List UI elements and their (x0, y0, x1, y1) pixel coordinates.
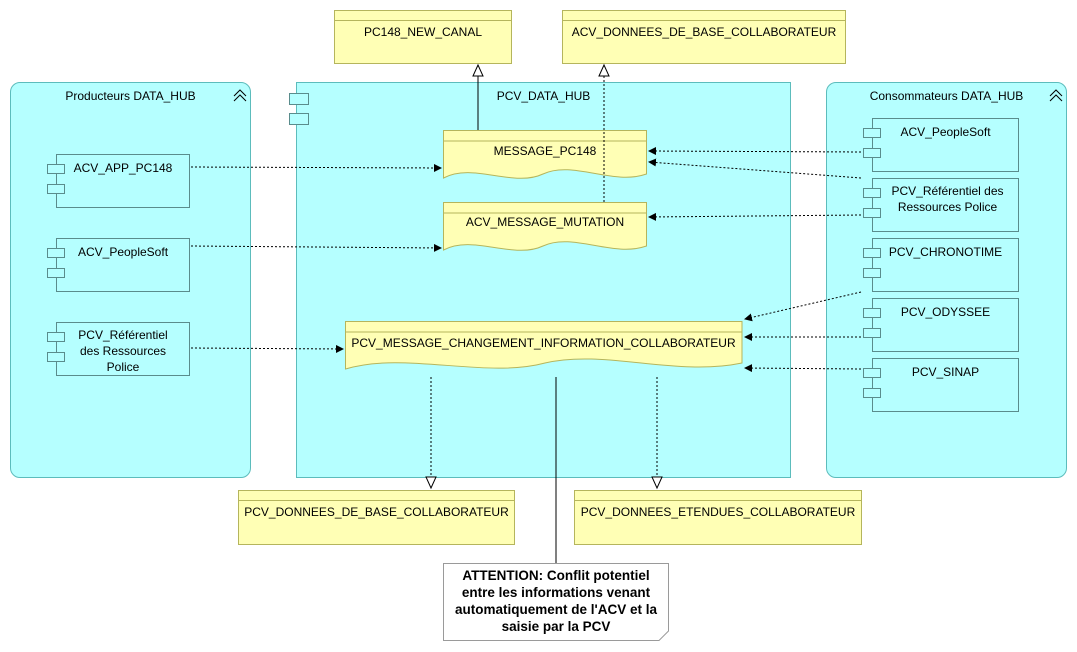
note-shape (443, 563, 669, 641)
component-icon (863, 368, 881, 378)
message-pc148-label: MESSAGE_PC148 (493, 144, 597, 158)
data-object-pcv-donnees-base[interactable]: PCV_DONNEES_DE_BASE_COLLABORATEUR (238, 490, 515, 545)
flow-referentiel-mutation (648, 212, 862, 221)
message-changement-label: PCV_MESSAGE_CHANGEMENT_INFORMATION_COLLA… (351, 336, 736, 350)
component-icon (863, 328, 881, 338)
component-icon (47, 268, 65, 278)
component-label: PCV_SINAP (911, 365, 980, 379)
flow-sinap-changement (744, 364, 862, 373)
data-object-label: PCV_DONNEES_DE_BASE_COLLABORATEUR (244, 505, 509, 519)
data-object-label: PC148_NEW_CANAL (363, 25, 483, 39)
component-icon (863, 148, 881, 158)
component-acv-peoplesoft-consumer[interactable]: ACV_PeopleSoft (863, 118, 1019, 172)
component-label: ACV_PeopleSoft (77, 245, 169, 259)
component-icon (863, 388, 881, 398)
component-label: PCV_Référentiel des Ressources Police (78, 328, 168, 374)
component-icon (47, 164, 65, 174)
component-icon (47, 184, 65, 194)
group-title: Consommateurs DATA_HUB (869, 89, 1024, 103)
component-acv-peoplesoft-producer[interactable]: ACV_PeopleSoft (47, 238, 190, 292)
component-icon (863, 128, 881, 138)
component-icon (863, 308, 881, 318)
group-title: Producteurs DATA_HUB (65, 89, 196, 103)
note-attention[interactable]: ATTENTION: Conflit potentiel entre les i… (443, 563, 669, 641)
message-mutation-label: ACV_MESSAGE_MUTATION (465, 215, 625, 229)
component-pcv-chronotime[interactable]: PCV_CHRONOTIME (863, 238, 1019, 292)
data-object-label: PCV_DONNEES_ETENDUES_COLLABORATEUR (580, 505, 856, 519)
component-icon (863, 248, 881, 258)
component-pcv-referentiel-consumer[interactable]: PCV_Référentiel des Ressources Police (863, 178, 1019, 232)
collapse-icon[interactable] (1049, 88, 1063, 102)
component-icon (47, 248, 65, 258)
collapse-icon[interactable] (233, 88, 247, 102)
flow-changement-in (190, 344, 344, 353)
flow-mutation-in (190, 243, 442, 252)
component-label: PCV_Référentiel des Ressources Police (891, 184, 1004, 214)
group-producteurs[interactable]: Producteurs DATA_HUB (10, 82, 251, 478)
component-icon (47, 352, 65, 362)
flow-referentiel-pc148 (648, 158, 862, 179)
component-label: ACV_PeopleSoft (900, 125, 991, 139)
component-pcv-sinap[interactable]: PCV_SINAP (863, 358, 1019, 412)
component-icon (289, 113, 309, 125)
message-pc148[interactable] (443, 130, 648, 186)
component-pcv-referentiel-producer[interactable]: PCV_Référentiel des Ressources Police (47, 322, 190, 376)
component-icon (863, 208, 881, 218)
data-object-pc148-new-canal[interactable]: PC148_NEW_CANAL (334, 10, 512, 64)
group-title: PCV_DATA_HUB (496, 89, 591, 103)
data-object-pcv-donnees-etendues[interactable]: PCV_DONNEES_ETENDUES_COLLABORATEUR (574, 490, 862, 545)
component-icon (289, 93, 309, 105)
note-text: ATTENTION: Conflit potentiel entre les i… (455, 568, 657, 634)
message-mutation[interactable] (443, 202, 648, 258)
flow-chronotime-changement (744, 291, 862, 322)
data-object-acv-donnees-base[interactable]: ACV_DONNEES_DE_BASE_COLLABORATEUR (562, 10, 846, 64)
component-label: ACV_APP_PC148 (73, 161, 173, 175)
flow-pc148-in (190, 163, 442, 172)
message-changement[interactable] (345, 321, 743, 377)
component-icon (47, 332, 65, 342)
component-label: PCV_ODYSSEE (900, 305, 991, 319)
component-icon (863, 268, 881, 278)
data-object-label: ACV_DONNEES_DE_BASE_COLLABORATEUR (571, 25, 837, 39)
component-pcv-odyssee[interactable]: PCV_ODYSSEE (863, 298, 1019, 352)
component-acv-app-pc148[interactable]: ACV_APP_PC148 (47, 154, 190, 208)
flow-peoplesoft-pc148 (648, 147, 862, 156)
component-icon (863, 188, 881, 198)
component-label: PCV_CHRONOTIME (888, 245, 1003, 259)
